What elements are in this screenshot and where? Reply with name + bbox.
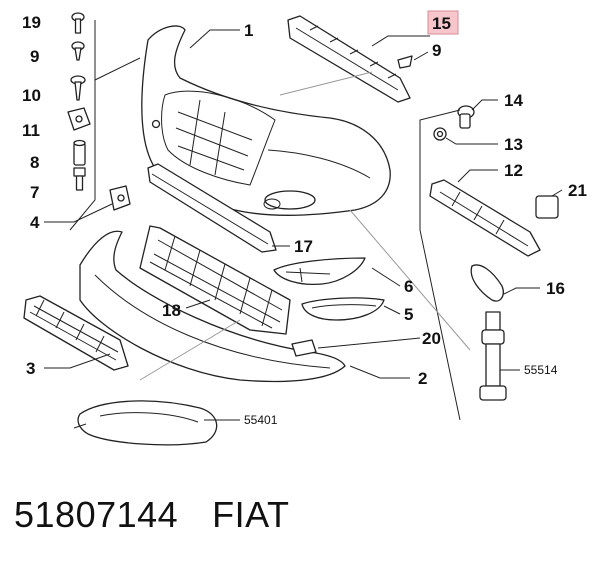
fog-trim-5: [301, 297, 385, 321]
leader-21: [551, 189, 563, 197]
callout-3: 3: [26, 359, 35, 378]
callout-15: 15: [432, 14, 451, 33]
callout-9: 9: [30, 47, 39, 66]
callout-4: 4: [30, 213, 40, 232]
callout-16: 16: [546, 279, 565, 298]
reinforcement-bar-15: [287, 15, 411, 103]
part-number: 51807144: [14, 494, 179, 535]
leader-15: [371, 35, 430, 47]
callout-10: 10: [22, 86, 41, 105]
guide-line-2: [279, 71, 373, 96]
bolt-14-icon: [457, 105, 475, 129]
leader-4: [44, 203, 113, 223]
cover-21: [535, 195, 559, 219]
leader-13: [445, 137, 498, 145]
callout-13: 13: [504, 135, 523, 154]
callout-2: 2: [418, 369, 427, 388]
washer-assembly-55514: [479, 311, 507, 401]
callout-17: 17: [294, 237, 313, 256]
callout-11: 11: [22, 121, 40, 140]
callout-8: 8: [30, 153, 39, 172]
brand-name: FIAT: [212, 494, 290, 535]
nut-8-icon: [73, 139, 86, 166]
guide-line: [349, 209, 471, 351]
callout-20: 20: [422, 329, 441, 348]
leader-9b: [413, 51, 429, 61]
leader-14: [471, 99, 498, 111]
callout-12: 12: [504, 161, 523, 180]
exploded-parts-diagram: 19 9 10 11 8 7 4 3 1 15 9 14 13 12 21 17…: [22, 10, 587, 446]
callout-9b: 9: [432, 41, 441, 60]
right-panel-line: [419, 109, 461, 421]
leader-2: [349, 365, 410, 379]
bolt-7-icon: [73, 167, 86, 191]
screw-9-icon: [71, 41, 85, 61]
ref-55514: 55514: [524, 363, 558, 377]
grille-3: [23, 295, 129, 371]
callout-7: 7: [30, 183, 39, 202]
leader-5: [383, 305, 401, 315]
fog-lamp-55401: [73, 400, 218, 446]
clip-11-icon: [67, 107, 91, 131]
callout-6: 6: [404, 277, 413, 296]
leader-16: [503, 287, 540, 295]
callout-21: 21: [568, 181, 587, 200]
leader-12: [457, 169, 498, 183]
ref-55401: 55401: [244, 413, 278, 427]
leader-3: [44, 353, 111, 369]
callout-5: 5: [404, 305, 413, 324]
bumper-cover-1: [141, 25, 391, 216]
screw-19-icon: [71, 12, 85, 34]
leader-1: [189, 29, 240, 49]
grille-18: [139, 225, 291, 335]
callout-19: 19: [22, 13, 41, 32]
bracket-12: [429, 179, 541, 257]
guide-line-3: [139, 319, 241, 381]
callout-15-highlight: [427, 10, 459, 35]
leader-20: [317, 337, 421, 349]
hardware-connector-line: [94, 57, 141, 81]
leader-6: [371, 267, 401, 287]
clip-4-icon: [109, 185, 131, 211]
callout-1: 1: [244, 21, 253, 40]
callout-18: 18: [162, 301, 181, 320]
footer: 51807144 FIAT: [14, 494, 290, 536]
clip-9-icon: [397, 55, 413, 69]
trim-6: [273, 257, 366, 286]
callout-14: 14: [504, 91, 523, 110]
absorber-17: [147, 163, 277, 253]
screw-10-icon: [70, 75, 86, 101]
part-20: [291, 339, 317, 357]
cover-16: [470, 264, 504, 302]
leader-18: [185, 299, 211, 309]
washer-13-icon: [433, 127, 447, 141]
